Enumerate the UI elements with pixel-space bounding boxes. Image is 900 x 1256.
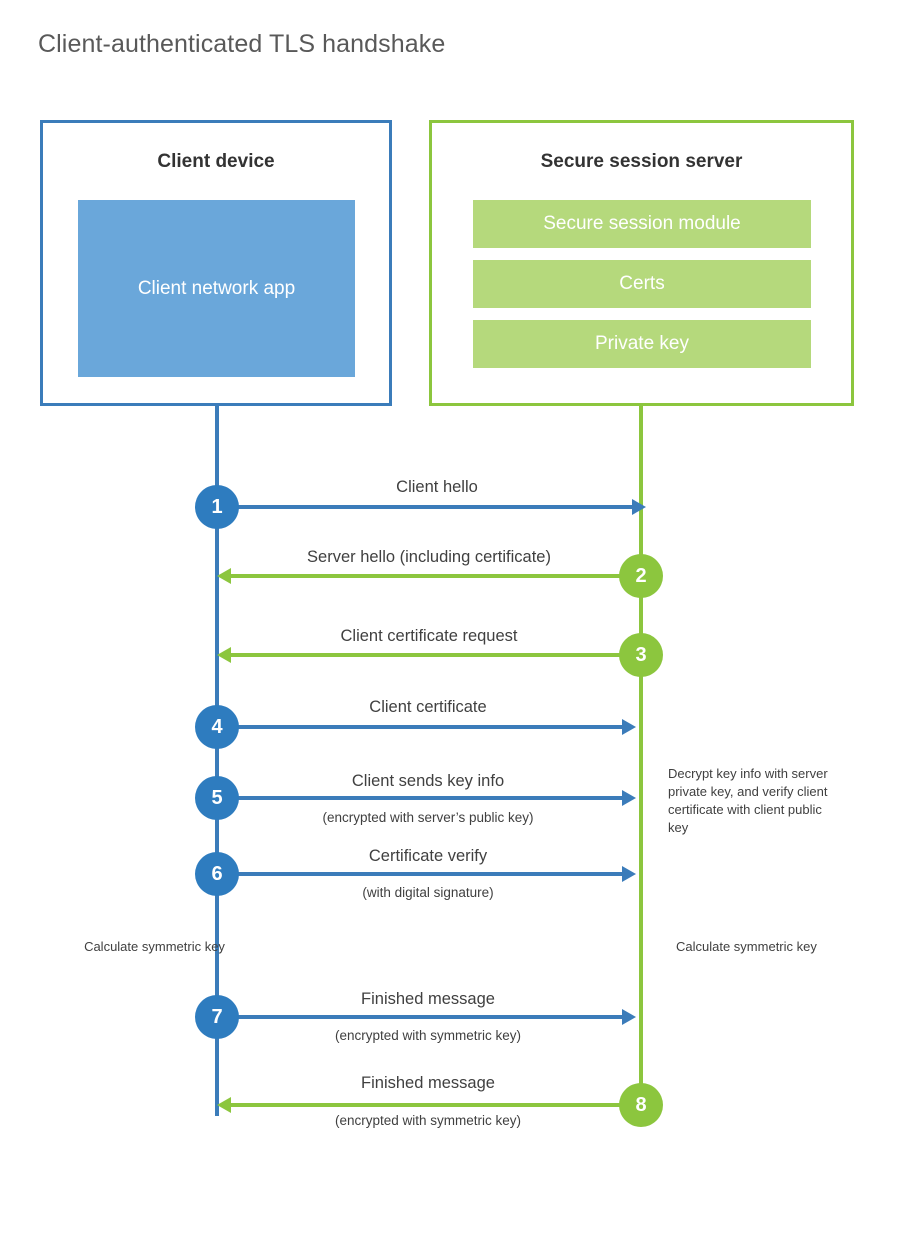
label-step-7: Finished message xyxy=(361,990,495,1008)
server-block-stack: Secure session module Certs Private key xyxy=(473,200,811,368)
arrow-step-1 xyxy=(217,499,646,515)
label-step-1: Client hello xyxy=(396,478,478,496)
step-circle-7: 7 xyxy=(195,995,239,1039)
label-step-6: Certificate verify xyxy=(368,847,488,865)
label-step-2: Server hello (including certificate) xyxy=(307,548,551,566)
step-circle-5: 5 xyxy=(195,776,239,820)
arrow-step-5 xyxy=(217,790,636,806)
note-server-decrypt: Decrypt key info with server private key… xyxy=(668,766,828,835)
step-circle-6: 6 xyxy=(195,852,239,896)
arrowhead-left-icon xyxy=(217,568,231,584)
server-block-secure-session-module: Secure session module xyxy=(473,200,811,248)
step-circle-3: 3 xyxy=(619,633,663,677)
arrowhead-left-icon xyxy=(217,1097,231,1113)
step-circle-2: 2 xyxy=(619,554,663,598)
sublabel-step-7: (encrypted with symmetric key) xyxy=(334,1028,522,1043)
label-step-8: Finished message xyxy=(361,1074,495,1092)
arrow-step-7 xyxy=(217,1009,636,1025)
label-step-5: Client sends key info xyxy=(351,772,505,790)
server-lifeline xyxy=(639,406,643,1106)
step-circle-4: 4 xyxy=(195,705,239,749)
arrow-step-3 xyxy=(217,647,641,663)
arrow-step-6 xyxy=(217,866,636,882)
arrow-step-4 xyxy=(217,719,636,735)
sublabel-step-6: (with digital signature) xyxy=(362,885,494,900)
secure-session-server-box: Secure session server Secure session mod… xyxy=(429,120,854,406)
page-title: Client-authenticated TLS handshake xyxy=(38,30,446,58)
client-network-app-block: Client network app xyxy=(78,200,355,377)
arrow-step-8 xyxy=(217,1097,641,1113)
arrow-step-2 xyxy=(217,568,641,584)
client-device-box: Client device Client network app xyxy=(40,120,392,406)
server-block-private-key: Private key xyxy=(473,320,811,368)
arrowhead-right-icon xyxy=(622,719,636,735)
client-lifeline xyxy=(215,406,219,1116)
note-client-calculate-symmetric-key: Calculate symmetric key xyxy=(84,939,225,954)
label-step-3: Client certificate request xyxy=(340,627,518,645)
step-circle-1: 1 xyxy=(195,485,239,529)
note-server-calculate-symmetric-key: Calculate symmetric key xyxy=(676,939,817,954)
arrowhead-left-icon xyxy=(217,647,231,663)
arrowhead-right-icon xyxy=(622,866,636,882)
label-step-4: Client certificate xyxy=(369,698,487,716)
arrowhead-right-icon xyxy=(622,790,636,806)
step-circle-8: 8 xyxy=(619,1083,663,1127)
arrowhead-right-icon xyxy=(632,499,646,515)
arrowhead-right-icon xyxy=(622,1009,636,1025)
client-device-title: Client device xyxy=(157,151,275,172)
sublabel-step-5: (encrypted with server’s public key) xyxy=(322,810,534,825)
secure-session-server-title: Secure session server xyxy=(540,151,743,172)
server-block-certs: Certs xyxy=(473,260,811,308)
sublabel-step-8: (encrypted with symmetric key) xyxy=(334,1113,522,1128)
